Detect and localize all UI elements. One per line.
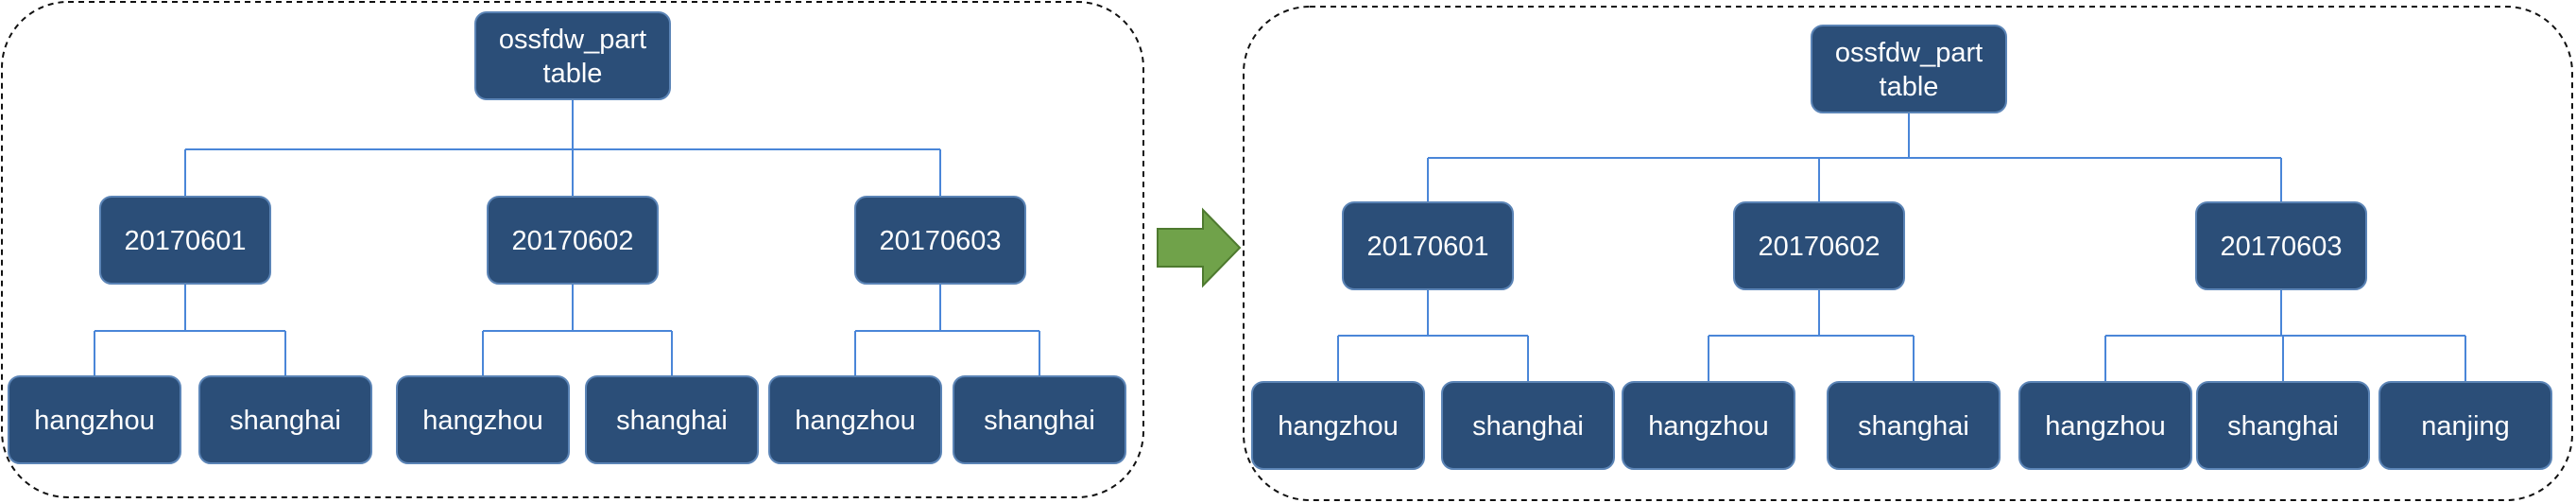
table-node-label: table [1880, 72, 1939, 102]
date-partition-node-label: 20170602 [511, 226, 633, 256]
city-partition-node: hangzhou [768, 375, 942, 464]
date-partition-node-label: 20170601 [1366, 232, 1488, 262]
city-partition-node: hangzhou [396, 375, 570, 464]
date-partition-node: 20170602 [487, 196, 659, 285]
city-partition-node: shanghai [1441, 381, 1615, 470]
city-partition-node-label: shanghai [984, 406, 1095, 436]
city-partition-node: shanghai [2196, 381, 2370, 470]
table-node-label: ossfdw_part [1835, 38, 1983, 68]
city-partition-node-box [1622, 381, 1795, 470]
panel-before [1, 1, 1144, 498]
city-partition-node-box [2379, 381, 2552, 470]
city-partition-node-label: shanghai [1472, 411, 1584, 442]
date-partition-node-box [99, 196, 271, 285]
city-partition-node-box [1827, 381, 2001, 470]
date-partition-node: 20170602 [1733, 201, 1905, 290]
date-partition-node: 20170603 [2195, 201, 2367, 290]
date-partition-node-box [2195, 201, 2367, 290]
date-partition-node-box [1733, 201, 1905, 290]
date-partition-node: 20170601 [1342, 201, 1514, 290]
city-partition-node-label: hangzhou [1648, 411, 1768, 442]
city-partition-node: shanghai [585, 375, 759, 464]
date-partition-node-label: 20170602 [1758, 232, 1880, 262]
city-partition-node: shanghai [953, 375, 1126, 464]
city-partition-node: hangzhou [1251, 381, 1425, 470]
date-partition-node-label: 20170603 [2220, 232, 2342, 262]
city-partition-node: hangzhou [8, 375, 181, 464]
city-partition-node-box [953, 375, 1126, 464]
city-partition-node-label: nanjing [2421, 411, 2510, 442]
city-partition-node-box [768, 375, 942, 464]
city-partition-node-label: shanghai [2227, 411, 2339, 442]
city-partition-node-box [2018, 381, 2192, 470]
city-partition-node: nanjing [2379, 381, 2552, 470]
city-partition-node-box [2196, 381, 2370, 470]
city-partition-node-label: shanghai [1858, 411, 1969, 442]
city-partition-node-box [585, 375, 759, 464]
city-partition-node: hangzhou [2018, 381, 2192, 470]
city-partition-node-box [396, 375, 570, 464]
table-node-box [474, 11, 671, 100]
city-partition-node-box [1441, 381, 1615, 470]
table-node-label: ossfdw_part [499, 25, 646, 55]
city-partition-node: shanghai [198, 375, 372, 464]
city-partition-node-label: shanghai [230, 406, 341, 436]
table-node-box [1811, 25, 2007, 113]
panel-after [1243, 6, 2573, 501]
city-partition-node-label: hangzhou [1278, 411, 1398, 442]
city-partition-node-box [1251, 381, 1425, 470]
city-partition-node-label: hangzhou [2045, 411, 2165, 442]
date-partition-node-box [487, 196, 659, 285]
city-partition-node: shanghai [1827, 381, 2001, 470]
date-partition-node: 20170603 [854, 196, 1026, 285]
right-arrow-icon [1157, 207, 1242, 288]
city-partition-node-label: hangzhou [795, 406, 915, 436]
table-node-label: table [543, 59, 603, 89]
date-partition-node-label: 20170601 [124, 226, 246, 256]
date-partition-node: 20170601 [99, 196, 271, 285]
city-partition-node-box [198, 375, 372, 464]
city-partition-node: hangzhou [1622, 381, 1795, 470]
city-partition-node-label: hangzhou [34, 406, 154, 436]
city-partition-node-label: shanghai [616, 406, 728, 436]
date-partition-node-box [1342, 201, 1514, 290]
date-partition-node-label: 20170603 [879, 226, 1001, 256]
city-partition-node-box [8, 375, 181, 464]
date-partition-node-box [854, 196, 1026, 285]
city-partition-node-label: hangzhou [422, 406, 542, 436]
